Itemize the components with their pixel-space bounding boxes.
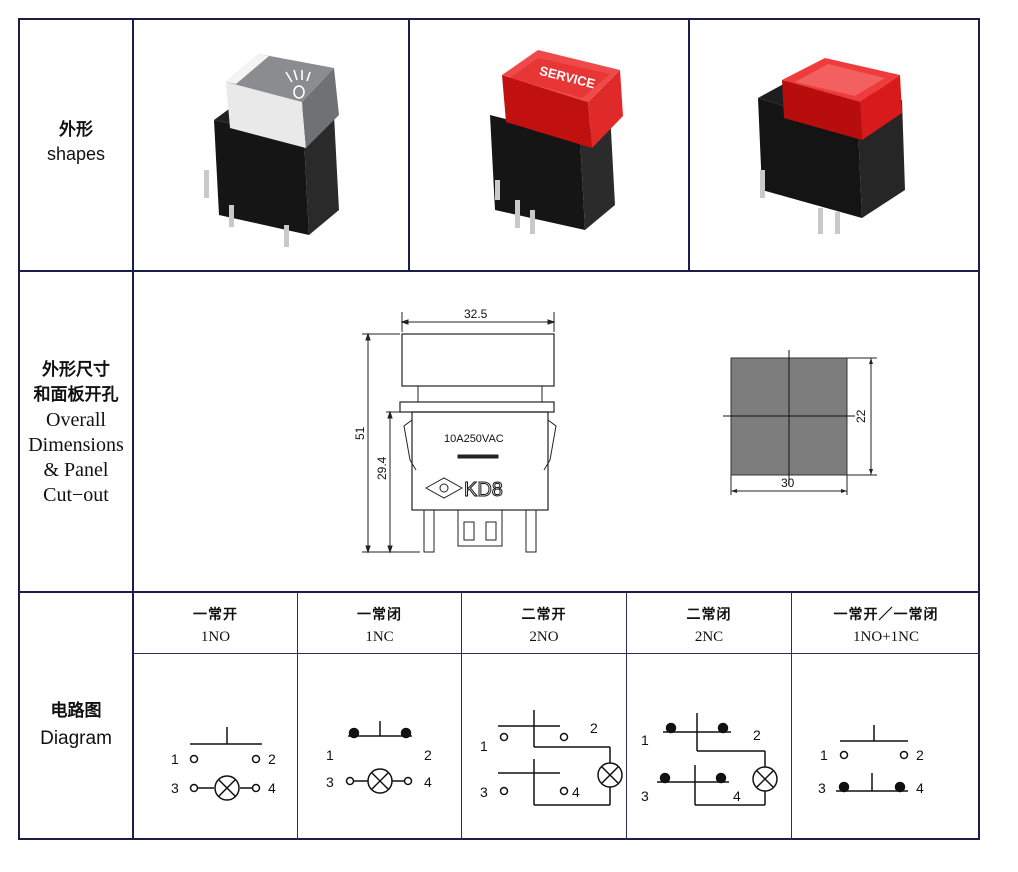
row-divider-1 [18,270,980,272]
diagram-divider-2 [461,592,462,840]
circuit-diagram-1nc: 1 2 3 4 [326,721,432,794]
height-dimension-label: 51 [353,426,367,440]
lamp-icon [285,69,311,99]
terminal-4: 4 [424,774,432,790]
dimensions-label-en2: Dimensions [28,434,124,456]
shapes-label: 外形 shapes [20,118,132,166]
diagram-label: 电路图 Diagram [20,697,132,753]
circuit-header-en: 2NO [529,629,559,645]
circuit-diagram-1no: 1 2 3 4 [171,727,276,801]
terminal-3: 3 [171,780,179,796]
terminal-4: 4 [916,780,924,796]
terminal-1: 1 [480,738,488,754]
circuit-header-cn: 二常闭 [686,607,732,623]
diagram-label-cn: 电路图 [50,701,102,721]
terminal-4: 4 [268,780,276,796]
dimensions-label-cn1: 外形尺寸 [42,360,110,380]
cutout-width-label: 30 [781,476,795,490]
shapes-label-cn: 外形 [59,120,93,140]
circuit-header-cn: 二常开 [521,607,567,623]
terminal-2: 2 [753,727,761,743]
product-gray-switch-image [204,54,339,247]
shape-divider-2 [688,18,690,271]
terminal-1: 1 [820,747,828,763]
terminal-2: 2 [424,747,432,763]
label-column-divider [132,18,134,840]
circuit-header-1no: 一常开 1NO [134,604,297,648]
rating-label: 10A250VAC [444,433,504,445]
dimensions-label-cn2: 和面板开孔 [33,385,119,405]
terminal-4: 4 [733,788,741,804]
terminal-2: 2 [916,747,924,763]
terminal-2: 2 [590,720,598,736]
dimensions-label-en3: & Panel [43,459,109,481]
terminal-1: 1 [326,747,334,763]
overall-dimensions-drawing: 32.5 51 29.4 10A250VAC KD8 [353,307,557,554]
circuit-header-1no-1nc: 一常开／一常闭 1NO+1NC [792,604,980,648]
product-red-switch-image [758,58,905,234]
dimensions-label-en4: Cut−out [43,484,109,506]
circuit-header-en: 1NC [365,629,394,645]
diagram-divider-3 [626,592,627,840]
diagram-divider-4 [791,592,792,840]
dimensions-label: 外形尺寸 和面板开孔 Overall Dimensions & Panel Cu… [20,358,132,508]
circuit-header-2nc: 二常闭 2NC [627,604,791,648]
spec-table [18,18,980,840]
logo-text: KD8 [464,479,503,501]
circuit-header-2no: 二常开 2NO [462,604,626,648]
row-divider-2 [18,591,980,593]
product-red-service-switch-image: SERVICE [490,50,623,234]
circuit-diagram-2no: 2 1 3 4 [480,710,623,806]
shape-divider-1 [408,18,410,271]
terminal-2: 2 [268,751,276,767]
terminal-1: 1 [171,751,179,767]
terminal-4: 4 [572,784,580,800]
circuit-diagram-1no-1nc: 1 2 3 4 [818,725,924,796]
terminal-3: 3 [818,780,826,796]
circuit-header-en: 1NO+1NC [853,629,919,645]
terminal-1: 1 [641,732,649,748]
dimensions-label-en1: Overall [46,409,106,431]
terminal-3: 3 [480,784,488,800]
diagram-label-en: Diagram [40,728,112,749]
width-dimension-label: 32.5 [464,307,488,321]
shapes-label-en: shapes [46,144,106,164]
circuit-header-cn: 一常开 [193,607,238,623]
circuit-diagram-2nc: 1 2 3 4 [641,713,778,806]
diagram-divider-1 [297,592,298,840]
cutout-height-label: 22 [854,409,868,423]
terminal-3: 3 [641,788,649,804]
diagram-header-divider [133,653,980,654]
circuit-header-en: 1NO [200,629,231,645]
circuit-header-en: 2NC [694,629,724,645]
terminal-3: 3 [326,774,334,790]
circuit-header-cn: 一常闭 [357,607,402,623]
inner-height-dimension-label: 29.4 [375,456,389,480]
circuit-header-cn: 一常开／一常闭 [833,607,939,623]
circuit-header-1nc: 一常闭 1NC [298,604,461,648]
panel-cutout-drawing: 22 30 [723,350,877,495]
